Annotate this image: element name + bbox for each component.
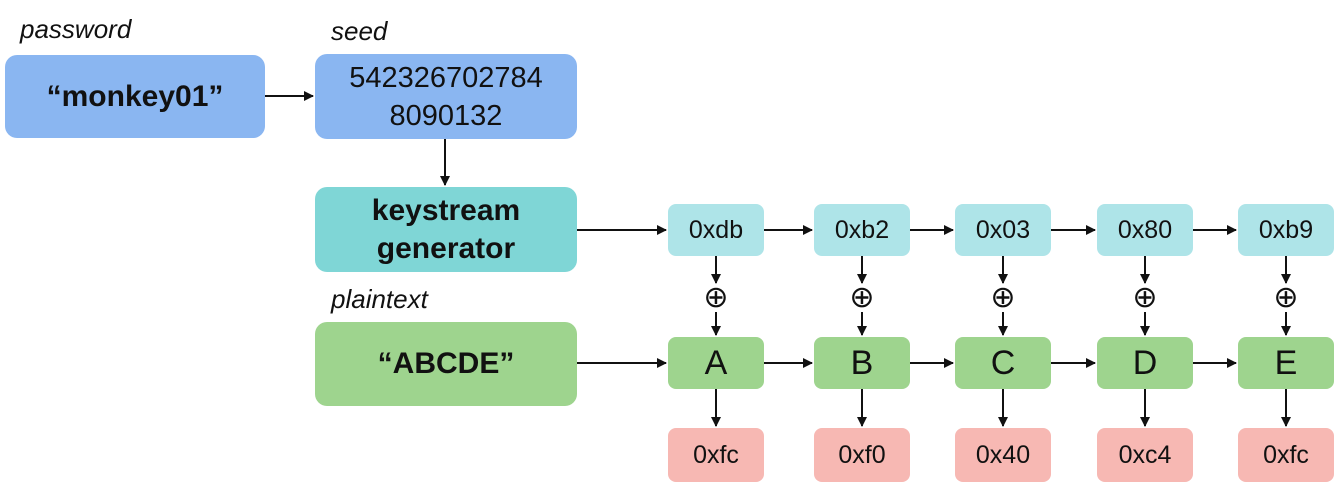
seed-value-line2: 8090132 [389, 99, 503, 132]
xor-symbol-3: ⊕ [990, 281, 1016, 314]
password-label: password [20, 14, 132, 44]
plaintext-value: “ABCDE” [377, 347, 515, 380]
plaintext-char-a: A [668, 337, 764, 389]
plaintext-char-e: E [1238, 337, 1334, 389]
password-box: “monkey01” [5, 55, 265, 138]
password-value: “monkey01” [46, 79, 224, 113]
ciphertext-byte-5: 0xfc [1238, 428, 1334, 482]
generator-line1: keystream [371, 193, 521, 227]
xor-symbol-1: ⊕ [703, 281, 729, 314]
seed-box: 542326702784 8090132 [315, 54, 577, 139]
plaintext-char-c: C [955, 337, 1051, 389]
keystream-byte-5: 0xb9 [1238, 204, 1334, 256]
ciphertext-byte-4: 0xc4 [1097, 428, 1193, 482]
xor-symbol-2: ⊕ [849, 281, 875, 314]
ciphertext-byte-2: 0xf0 [814, 428, 910, 482]
ciphertext-byte-3: 0x40 [955, 428, 1051, 482]
keystream-byte-3: 0x03 [955, 204, 1051, 256]
keystream-byte-2: 0xb2 [814, 204, 910, 256]
plaintext-char-b: B [814, 337, 910, 389]
plaintext-label: plaintext [331, 284, 428, 314]
seed-label: seed [331, 16, 388, 46]
xor-symbol-4: ⊕ [1132, 281, 1158, 314]
keystream-byte-1: 0xdb [668, 204, 764, 256]
xor-symbol-5: ⊕ [1273, 281, 1299, 314]
plaintext-char-d: D [1097, 337, 1193, 389]
plaintext-box: “ABCDE” [315, 322, 577, 406]
generator-line2: generator [376, 231, 516, 265]
keystream-generator-box: keystream generator [315, 187, 577, 272]
seed-value-line1: 542326702784 [349, 61, 543, 94]
ciphertext-byte-1: 0xfc [668, 428, 764, 482]
keystream-byte-4: 0x80 [1097, 204, 1193, 256]
